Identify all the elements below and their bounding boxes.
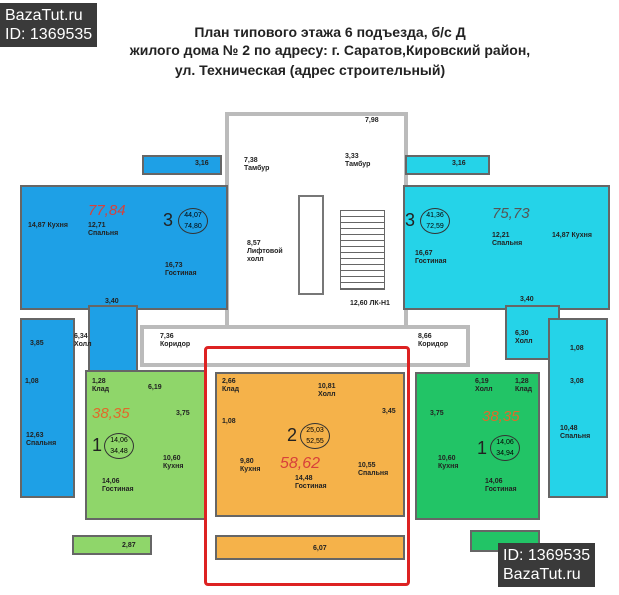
- bedroom2-label: 10,48 Спальня: [560, 425, 591, 440]
- total-area: 38,35: [92, 405, 130, 422]
- balcony: [142, 155, 222, 175]
- tambour-label: 7,38 Тамбур: [244, 157, 270, 172]
- bedroom-label: 12,21 Спальня: [492, 232, 523, 247]
- kitchen-label: 10,60 Кухня: [438, 455, 459, 470]
- corridor-label-left: 7,36 Коридор: [160, 333, 191, 348]
- living-area: 41,36: [426, 212, 444, 219]
- hall-label: 10,81 Холл: [318, 383, 336, 398]
- living-room-label: 14,48 Гостиная: [295, 475, 327, 490]
- room-count: 2: [287, 425, 298, 445]
- lift-hall-label: 8,57 Лифтовой холл: [247, 240, 283, 263]
- balcony-area: 3,16: [195, 160, 209, 167]
- balcony: [405, 155, 490, 175]
- living-room-label: 16,67 Гостиная: [415, 250, 447, 265]
- highlight-outline: [204, 346, 410, 586]
- room-count: 1: [477, 438, 488, 458]
- watermark-site: BazaTut.ru: [5, 7, 83, 24]
- plan-title-line1: План типового этажа 6 подъезда, б/с Д: [194, 24, 466, 40]
- balcony: [72, 535, 152, 555]
- area-circle: 14,06 34,94: [490, 435, 520, 461]
- room-count: 1: [92, 435, 103, 455]
- living-area: 44,07: [184, 212, 202, 219]
- hall-area: 6,19: [148, 384, 162, 391]
- balcony-area: 3,16: [452, 160, 466, 167]
- corridor-label-right: 8,66 Коридор: [418, 333, 449, 348]
- bath-area: 3,75: [176, 410, 190, 417]
- storage-label: 1,28 Клад: [92, 378, 110, 393]
- living-area: 14,06: [110, 437, 128, 444]
- apartment-body: [20, 185, 228, 310]
- balcony-area: 6,07: [313, 545, 327, 552]
- stairwell: [340, 210, 385, 290]
- apartment-area: 52,55: [306, 438, 324, 445]
- balcony-area: 2,87: [122, 542, 136, 549]
- living-room-label: 14,06 Гостиная: [485, 478, 517, 493]
- storage-label: 2,66 Клад: [222, 378, 240, 393]
- total-area: 38,35: [482, 408, 520, 425]
- tambour-label-2: 3,33 Тамбур: [345, 153, 371, 168]
- bedroom2: [548, 318, 608, 498]
- apartment-area: 72,59: [426, 223, 444, 230]
- apartment-body: [85, 370, 207, 520]
- room-count: 3: [405, 210, 416, 230]
- bedroom-label: 10,55 Спальня: [358, 462, 389, 477]
- kitchen-label: 10,60 Кухня: [163, 455, 184, 470]
- living-area: 14,06: [496, 439, 514, 446]
- living-room-label: 16,73 Гостиная: [165, 262, 197, 277]
- total-area: 58,62: [280, 455, 321, 472]
- area-circle: 44,07 74,80: [178, 208, 208, 234]
- apartment-area: 34,48: [110, 448, 128, 455]
- apartment-area: 34,94: [496, 450, 514, 457]
- stair-label: 12,60 ЛК-Н1: [350, 300, 390, 307]
- living-room-label: 14,06 Гостиная: [102, 478, 134, 493]
- wc-area: 1,08: [25, 378, 39, 385]
- storage-label: 1,28 Клад: [515, 378, 533, 393]
- plan-title-line3: ул. Техническая (адрес строительный): [174, 62, 446, 78]
- elevator-shaft: [298, 195, 324, 295]
- bath-area: 3,45: [382, 408, 396, 415]
- wc-area: 1,08: [570, 345, 584, 352]
- watermark-id: ID: 1369535: [5, 26, 93, 43]
- hall2-label: 6,34 Холл: [74, 333, 92, 348]
- plan-title-line2: жилого дома № 2 по адресу: г. Саратов,Ки…: [129, 42, 531, 58]
- bath-area: 3,08: [570, 378, 584, 385]
- hall2-label: 6,30 Холл: [515, 330, 533, 345]
- area-circle: 14,06 34,48: [104, 433, 134, 459]
- kitchen-label: 14,87 Кухня: [552, 232, 592, 239]
- bedroom2: [20, 318, 75, 498]
- wc-area: 1,08: [222, 418, 236, 425]
- bath-area: 3,75: [430, 410, 444, 417]
- bedroom2-label: 12,63 Спальня: [26, 432, 57, 447]
- watermark-id: ID: 1369535: [503, 547, 591, 564]
- room-count: 3: [163, 210, 174, 230]
- apartment-area: 74,80: [184, 223, 202, 230]
- balcony: [215, 535, 405, 560]
- area-circle: 25,03 52,55: [300, 423, 330, 449]
- total-area: 75,73: [492, 205, 530, 222]
- apartment-body: [403, 185, 610, 310]
- hall: [88, 305, 138, 375]
- bedroom-label: 12,71 Спальня: [88, 222, 119, 237]
- watermark-site: BazaTut.ru: [503, 566, 581, 583]
- hall-area: 3,40: [105, 298, 119, 305]
- bath-area: 3,85: [30, 340, 44, 347]
- vestibule-area: 7,98: [365, 117, 379, 124]
- living-area: 25,03: [306, 427, 324, 434]
- kitchen-label: 9,80 Кухня: [240, 458, 261, 473]
- kitchen-label: 14,87 Кухня: [28, 222, 68, 229]
- hall-area: 3,40: [520, 296, 534, 303]
- hall-label: 6,19 Холл: [475, 378, 493, 393]
- area-circle: 41,36 72,59: [420, 208, 450, 234]
- total-area: 77,84: [88, 202, 126, 219]
